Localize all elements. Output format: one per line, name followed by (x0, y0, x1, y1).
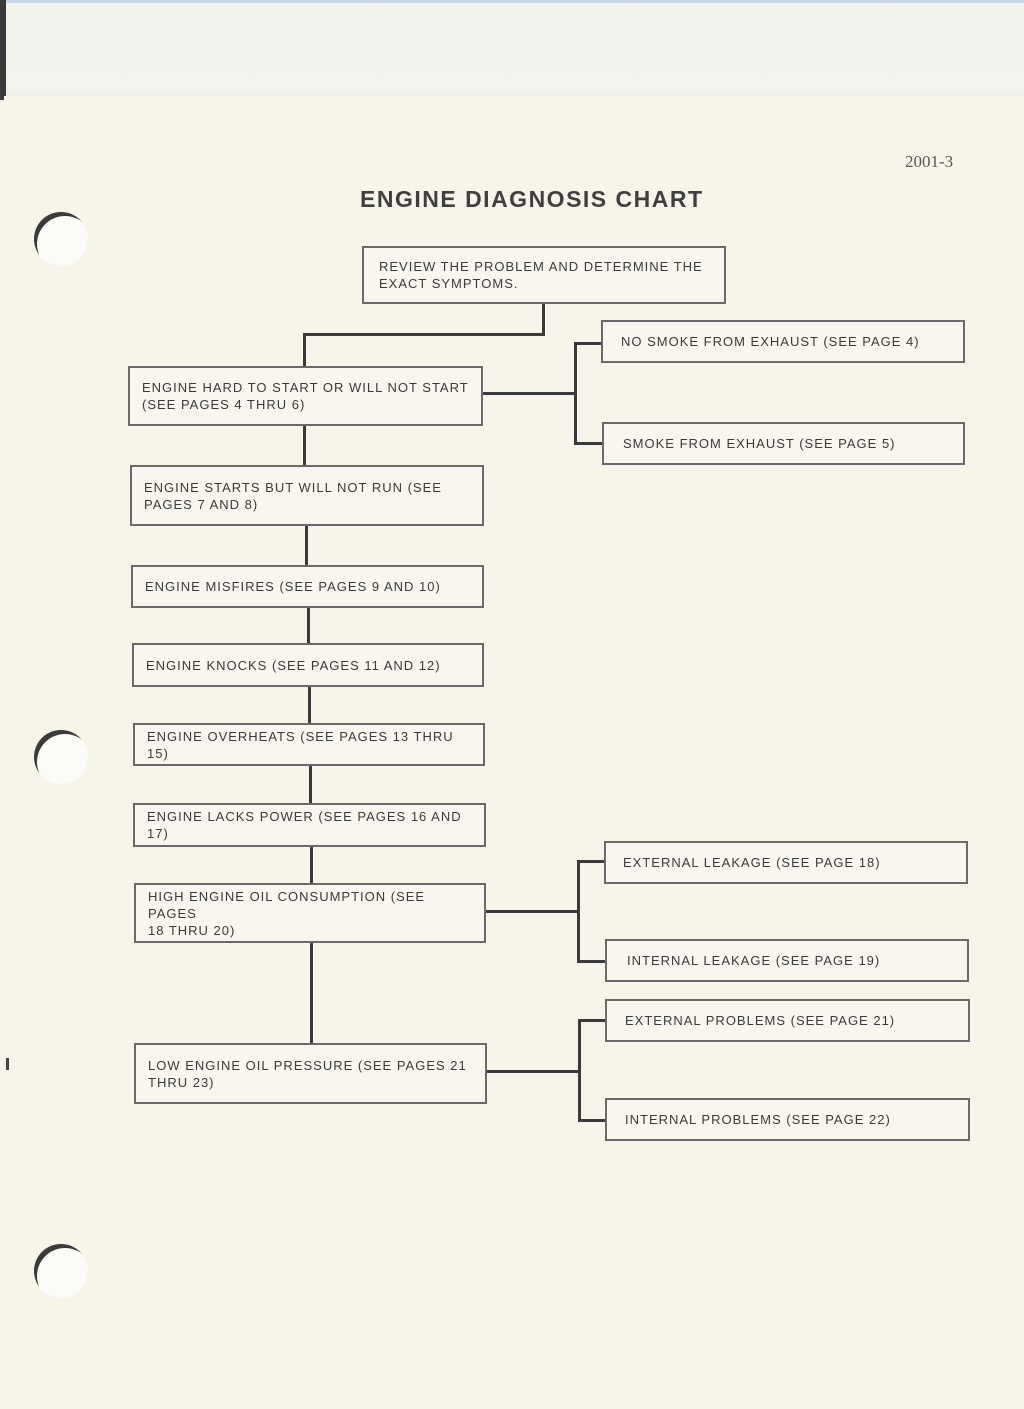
connector (574, 442, 604, 445)
external-problems-box: EXTERNAL PROBLEMS (SEE PAGE 21) (605, 999, 970, 1042)
overheats-box: ENGINE OVERHEATS (SEE PAGES 13 THRU 15) (133, 723, 485, 766)
binder-hole-middle (34, 730, 88, 784)
connector (574, 342, 577, 445)
misfires-box: ENGINE MISFIRES (SEE PAGES 9 AND 10) (131, 565, 484, 608)
scan-left-edge (0, 0, 6, 100)
oil-consumption-box: HIGH ENGINE OIL CONSUMPTION (SEE PAGES 1… (134, 883, 486, 943)
oil-pressure-box: LOW ENGINE OIL PRESSURE (SEE PAGES 21 TH… (134, 1043, 487, 1104)
internal-leakage-box: INTERNAL LEAKAGE (SEE PAGE 19) (605, 939, 969, 982)
connector (486, 1070, 581, 1073)
starts-no-run-box: ENGINE STARTS BUT WILL NOT RUN (SEE PAGE… (130, 465, 484, 526)
connector (484, 910, 580, 913)
review-problem-box: REVIEW THE PROBLEM AND DETERMINE THE EXA… (362, 246, 726, 304)
connector (305, 524, 308, 567)
knocks-box: ENGINE KNOCKS (SEE PAGES 11 AND 12) (132, 643, 484, 687)
connector (303, 333, 545, 336)
connector (578, 1019, 581, 1122)
page-number: 2001-3 (905, 152, 954, 171)
connector (310, 941, 313, 1046)
connector (578, 1119, 608, 1122)
connector (574, 342, 604, 345)
connector (310, 845, 313, 886)
chart-title: ENGINE DIAGNOSIS CHART (360, 186, 704, 212)
connector (542, 302, 545, 335)
internal-problems-box: INTERNAL PROBLEMS (SEE PAGE 22) (605, 1098, 970, 1141)
binder-hole-top (34, 212, 88, 266)
external-leakage-box: EXTERNAL LEAKAGE (SEE PAGE 18) (604, 841, 968, 884)
lacks-power-box: ENGINE LACKS POWER (SEE PAGES 16 AND 17) (133, 803, 486, 847)
connector (303, 424, 306, 467)
connector (308, 685, 311, 725)
connector (577, 960, 607, 963)
no-smoke-box: NO SMOKE FROM EXHAUST (SEE PAGE 4) (601, 320, 965, 363)
scan-speck (6, 1058, 9, 1070)
connector (577, 860, 580, 963)
connector (309, 764, 312, 805)
connector (307, 606, 310, 646)
hard-to-start-box: ENGINE HARD TO START OR WILL NOT START (… (128, 366, 483, 426)
connector (578, 1019, 608, 1022)
connector (303, 333, 306, 368)
scan-top-edge (0, 0, 1024, 3)
binder-hole-bottom (34, 1244, 88, 1298)
scan-top-strip (0, 0, 1024, 100)
smoke-box: SMOKE FROM EXHAUST (SEE PAGE 5) (602, 422, 965, 465)
connector (577, 860, 607, 863)
connector (481, 392, 577, 395)
